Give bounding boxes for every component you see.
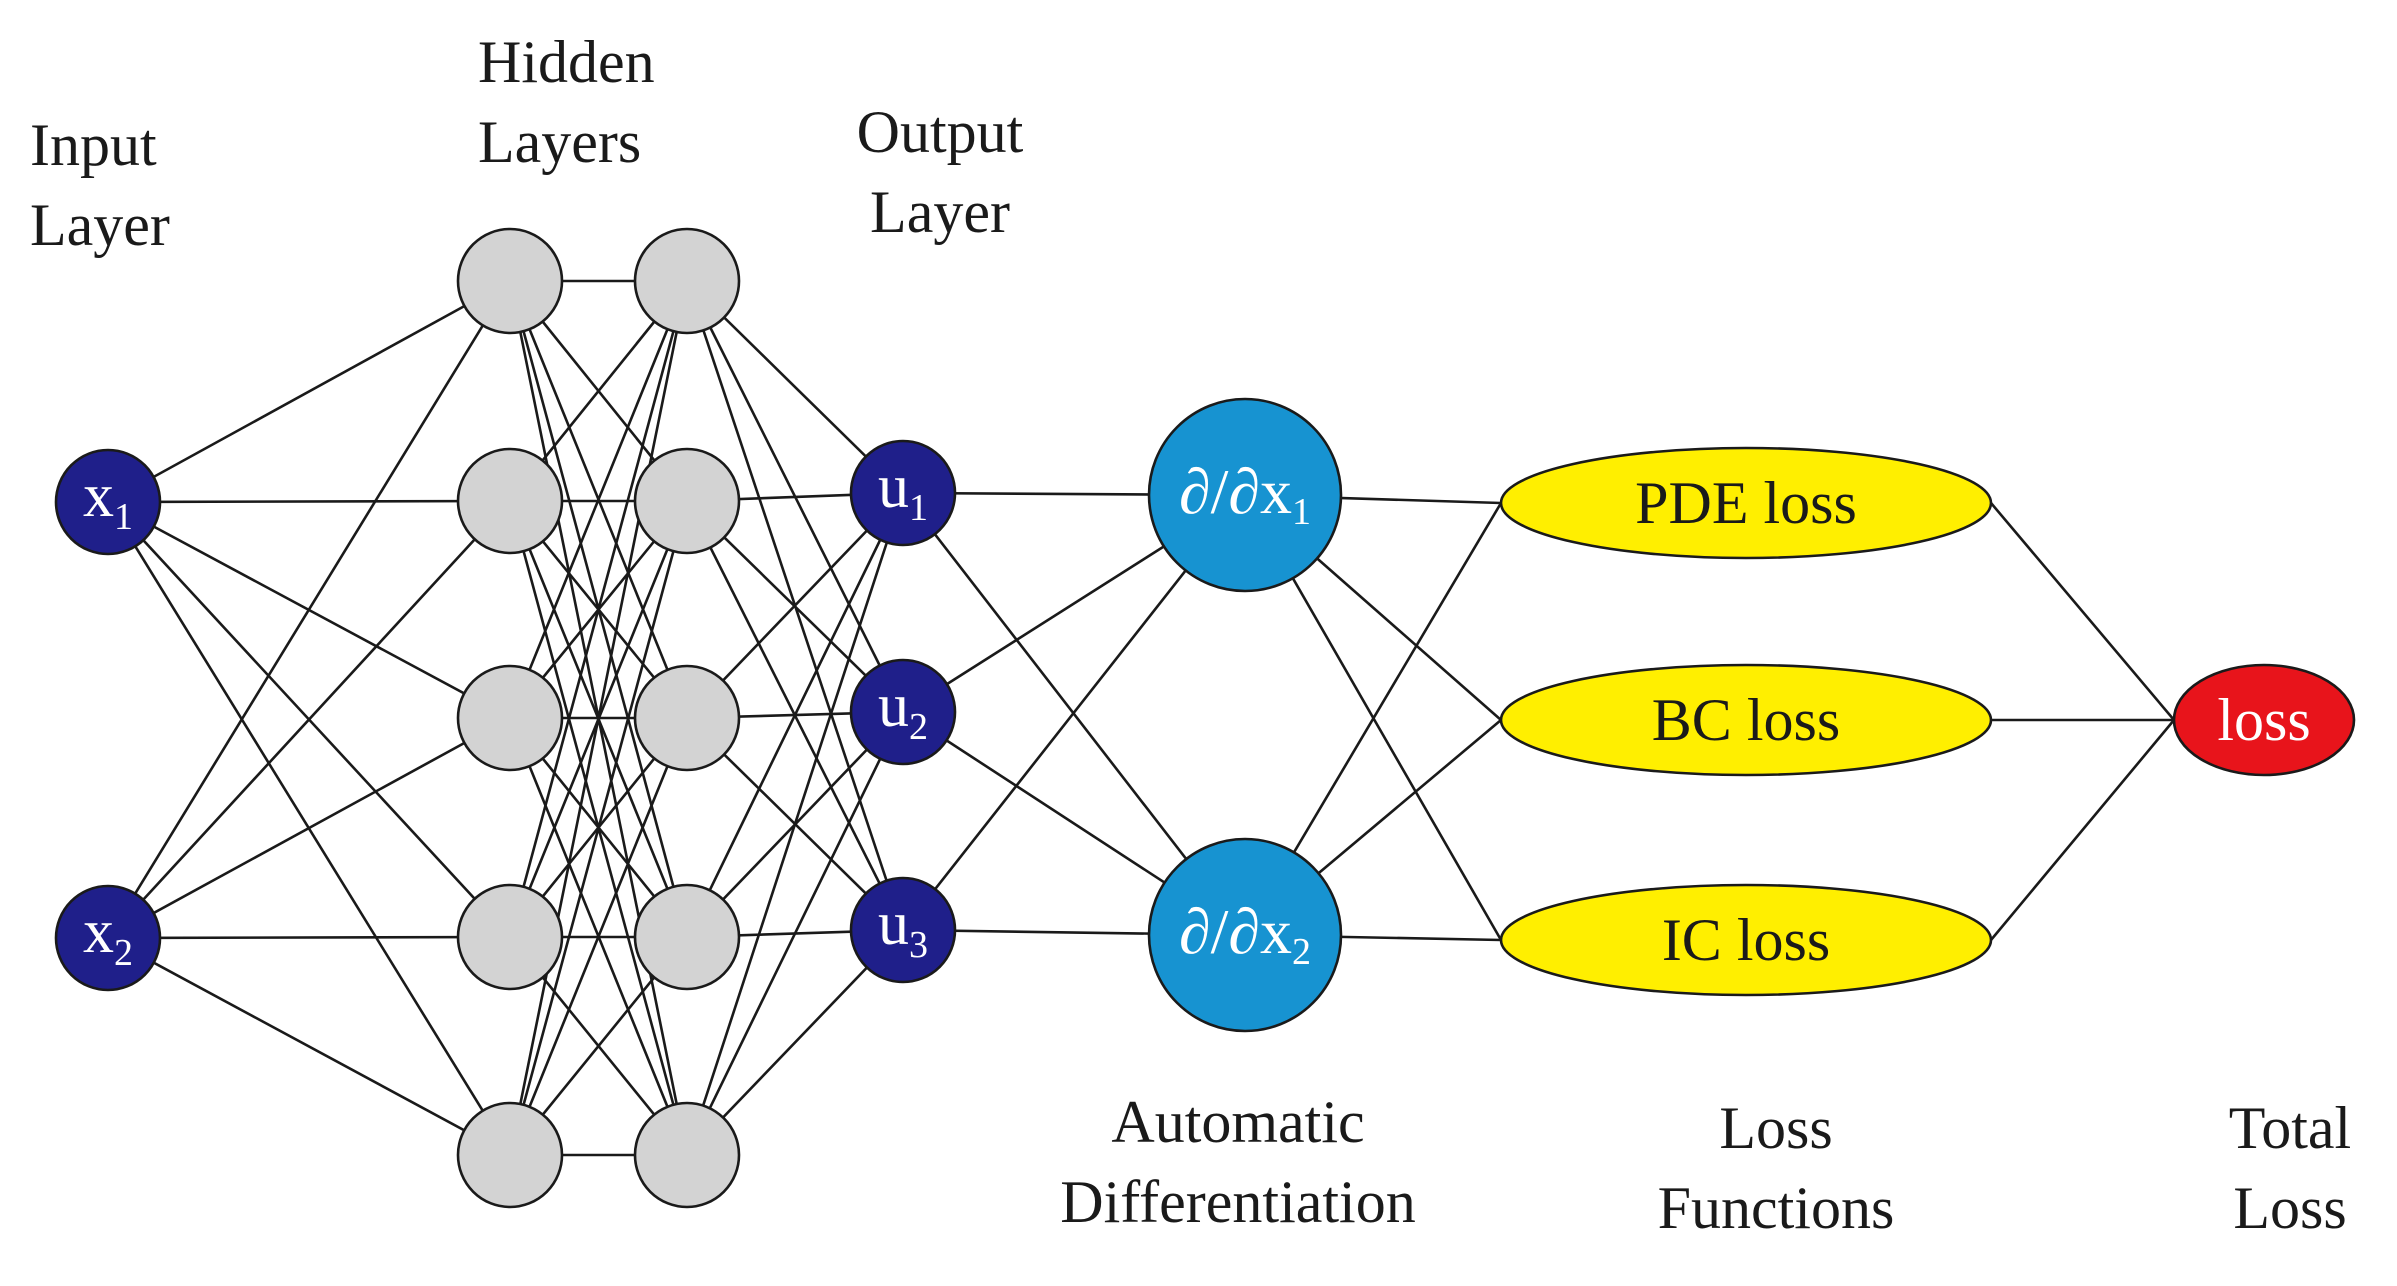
- edge-input2-hidden1-3: [107, 716, 511, 940]
- output-node-3-label: u3: [878, 890, 928, 966]
- loss-term-2-label: BC loss: [1652, 687, 1840, 753]
- edge-input2-hidden1-1: [106, 280, 512, 939]
- output-node-1-label: u1: [878, 453, 928, 529]
- edge-input2-hidden1-4: [107, 935, 511, 940]
- diagram-nodes: x1 x2 u1 u2 u3 ∂/∂x1 ∂/∂x2 PDE loss BC loss IC lo…: [54, 227, 2356, 1209]
- hidden-layer2-neuron-3: [633, 664, 741, 772]
- edge-input2-hidden1-5: [107, 936, 511, 1157]
- edge-hidden1-4-hidden2-1: [508, 280, 689, 938]
- loss-term-3-label: IC loss: [1662, 907, 1830, 973]
- hidden-layer1-neuron-2: [456, 447, 564, 555]
- total-loss-label-line2: Loss: [2233, 1175, 2346, 1241]
- loss-functions-label-line2: Functions: [1658, 1175, 1895, 1241]
- derivative-node-1: [1147, 397, 1343, 593]
- loss-functions-label-line1: Loss: [1719, 1095, 1832, 1161]
- hidden-layers-label-line1: Hidden: [478, 29, 655, 95]
- edge-hidden2-4-output1: [685, 492, 905, 938]
- hidden-layer1-neuron-1: [456, 227, 564, 335]
- output-node-2: [849, 658, 957, 766]
- output-node-3: [849, 876, 957, 984]
- input-layer-label-line1: Input: [30, 112, 157, 178]
- hidden-layer1-neuron-5: [456, 1101, 564, 1209]
- loss-term-3: [1499, 883, 1993, 997]
- hidden-layer2-neuron-5: [633, 1101, 741, 1209]
- automatic-differentiation-label-line2: Differentiation: [1060, 1169, 1415, 1235]
- automatic-differentiation-label-line1: Automatic: [1111, 1089, 1364, 1155]
- hidden-layer2-neuron-2: [633, 447, 741, 555]
- hidden-layer2-neuron-1: [633, 227, 741, 335]
- edge-hidden1-5-hidden2-3: [508, 717, 689, 1156]
- output-layer-label-line2: Layer: [870, 179, 1010, 245]
- derivative-node-2-label: ∂/∂x2: [1179, 896, 1311, 973]
- output-layer-label-line1: Output: [857, 99, 1024, 165]
- derivative-node-2: [1147, 837, 1343, 1033]
- edge-hidden1-3-hidden2-1: [508, 280, 689, 719]
- total-loss-node-label: loss: [2217, 687, 2310, 753]
- input-layer-label-line2: Layer: [30, 192, 170, 258]
- edge-hidden2-5-output2: [685, 711, 905, 1156]
- loss-term-1-label: PDE loss: [1635, 470, 1857, 536]
- hidden-layer2-neuron-4: [633, 883, 741, 991]
- output-node-2-label: u2: [878, 672, 928, 748]
- edge-input1-hidden1-2: [107, 499, 511, 504]
- input-node-2-label: x2: [83, 898, 133, 974]
- hidden-layers-label-line2: Layers: [478, 109, 641, 175]
- input-node-1: [54, 448, 162, 556]
- derivative-node-1-label: ∂/∂x1: [1179, 456, 1311, 533]
- loss-term-1: [1499, 446, 1993, 560]
- input-node-1-label: x1: [83, 462, 133, 538]
- edge-loss3-total: [1990, 719, 2175, 941]
- edge-input1-hidden1-1: [107, 279, 511, 504]
- edge-hidden1-5-hidden2-1: [508, 280, 689, 1156]
- output-node-1: [849, 439, 957, 547]
- edge-hidden1-5-hidden2-2: [508, 500, 689, 1156]
- total-loss-label-line1: Total: [2229, 1095, 2351, 1161]
- total-loss-node: [2172, 663, 2356, 777]
- loss-term-2: [1499, 663, 1993, 777]
- hidden-layer1-neuron-4: [456, 883, 564, 991]
- hidden-layer1-neuron-3: [456, 664, 564, 772]
- edge-hidden2-5-output1: [685, 492, 905, 1156]
- edge-loss1-total: [1990, 502, 2175, 721]
- edge-input2-hidden1-2: [107, 500, 511, 939]
- input-node-2: [54, 884, 162, 992]
